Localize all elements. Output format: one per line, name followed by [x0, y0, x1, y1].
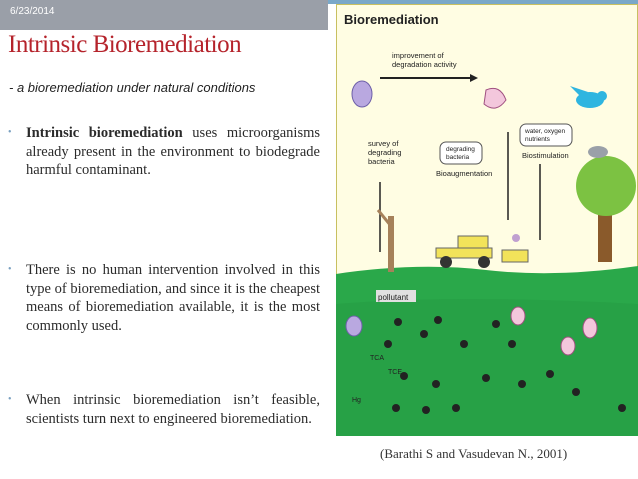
bullet-dot-icon: • [8, 394, 12, 405]
skull-icons [384, 316, 626, 414]
bullet-lead: Intrinsic bioremediation [26, 125, 183, 141]
bullet-rest: uses microorganisms already present in t… [26, 125, 321, 178]
header-accent [328, 0, 638, 4]
bullet-item: • Intrinsic bioremediation uses microorg… [8, 124, 320, 180]
bullet-item: • There is no human intervention involve… [8, 261, 320, 335]
bullet-item: • When intrinsic bioremediation isn’t fe… [8, 391, 320, 428]
bacterium-pink-icon [560, 336, 576, 356]
bullet-text: When intrinsic bioremediation isn’t feas… [26, 392, 320, 427]
bird-icon [570, 86, 607, 108]
bullet-text: Intrinsic bioremediation uses microorgan… [26, 124, 320, 180]
tree-icon [576, 146, 636, 262]
label-bioaugmentation: Bioaugmentation [436, 169, 492, 178]
bacterium-icon [345, 315, 363, 337]
label-hg: Hg [352, 397, 361, 404]
header-bar: 6/23/2014 [0, 0, 328, 30]
tractor-icon [435, 235, 529, 268]
label-tce: TCE [388, 369, 402, 376]
bullet-dot-icon: • [8, 264, 12, 275]
bare-tree-icon [376, 209, 394, 272]
bullet-dot-icon: • [8, 127, 12, 138]
label-biostimulation: Biostimulation [522, 151, 569, 160]
figure-caption: (Barathi S and Vasudevan N., 2001) [380, 446, 568, 461]
arrow-head-icon [470, 74, 478, 82]
label-pollutant: pollutant [378, 293, 409, 302]
slide-date: 6/23/2014 [10, 6, 55, 17]
bullet-text: There is no human intervention involved … [26, 262, 320, 334]
bacterium-pink-icon [582, 317, 598, 339]
slide-title: Intrinsic Bioremediation [8, 31, 242, 58]
bacterium-pink-icon [483, 87, 507, 109]
figure-title: Bioremediation [344, 12, 439, 27]
pollutant-tag [376, 290, 416, 302]
label-tca: TCA [370, 355, 384, 362]
bacterium-icon [351, 80, 373, 108]
box-nutrients [519, 123, 573, 147]
ground-lower [336, 299, 638, 436]
person-icon [512, 234, 520, 242]
slide-subtitle: - a bioremediation under natural conditi… [9, 80, 256, 95]
bacterium-pink-icon [510, 306, 526, 326]
box-degrading [439, 141, 483, 165]
